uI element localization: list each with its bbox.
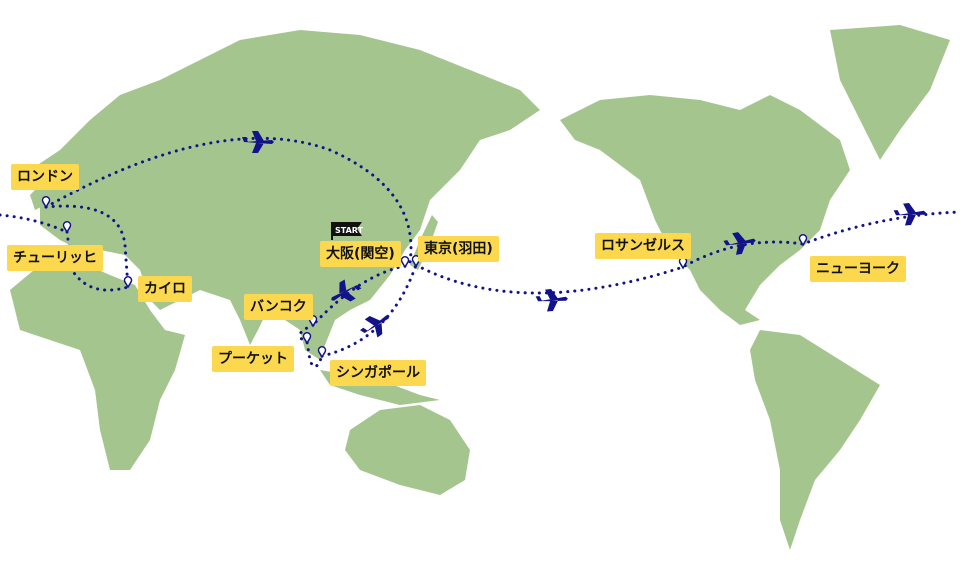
airplane-icon bbox=[360, 315, 390, 338]
pin-icon[interactable] bbox=[798, 233, 808, 247]
label-singapore[interactable]: シンガポール bbox=[330, 360, 426, 386]
route-osaka-bangkok bbox=[311, 264, 407, 327]
airplane-icon bbox=[331, 279, 362, 302]
south-america bbox=[750, 330, 880, 550]
label-los-angeles[interactable]: ロサンゼルス bbox=[595, 233, 691, 259]
uk bbox=[30, 185, 45, 210]
start-flag-text: START bbox=[335, 226, 364, 235]
pin-icon[interactable] bbox=[41, 195, 51, 209]
start-flag: START bbox=[331, 222, 364, 240]
label-cairo[interactable]: カイロ bbox=[138, 276, 192, 302]
label-osaka[interactable]: 大阪(関空) bbox=[320, 241, 401, 267]
greenland bbox=[830, 25, 950, 160]
airplane-icon bbox=[242, 131, 274, 153]
route-zurich-cairo bbox=[65, 230, 130, 292]
airplane-icon bbox=[535, 289, 568, 312]
route-edge-zurich bbox=[0, 213, 69, 234]
australia bbox=[345, 405, 470, 495]
pin-icon[interactable] bbox=[123, 275, 133, 289]
city-pins bbox=[41, 195, 808, 359]
route-london-arc-tokyo bbox=[44, 136, 413, 264]
label-bangkok[interactable]: バンコク bbox=[244, 294, 313, 320]
airplane-icon bbox=[893, 203, 926, 226]
planes bbox=[242, 131, 926, 338]
flight-routes bbox=[0, 136, 960, 368]
pin-icon[interactable] bbox=[62, 220, 72, 234]
label-phuket[interactable]: プーケット bbox=[212, 346, 294, 372]
route-tokyo-la-ny bbox=[414, 210, 960, 295]
route-singapore-tokyo bbox=[320, 263, 418, 358]
pin-icon[interactable] bbox=[400, 255, 410, 269]
airplane-icon bbox=[723, 232, 756, 255]
pin-icon[interactable] bbox=[302, 331, 312, 345]
label-london[interactable]: ロンドン bbox=[11, 164, 79, 190]
label-zurich[interactable]: チューリッヒ bbox=[7, 245, 103, 271]
label-new-york[interactable]: ニューヨーク bbox=[810, 256, 906, 282]
label-tokyo[interactable]: 東京(羽田) bbox=[418, 236, 499, 262]
africa bbox=[10, 262, 185, 470]
north-america bbox=[560, 95, 850, 325]
pin-icon[interactable] bbox=[317, 345, 327, 359]
route-bangkok-phuket-singapore bbox=[298, 323, 324, 368]
